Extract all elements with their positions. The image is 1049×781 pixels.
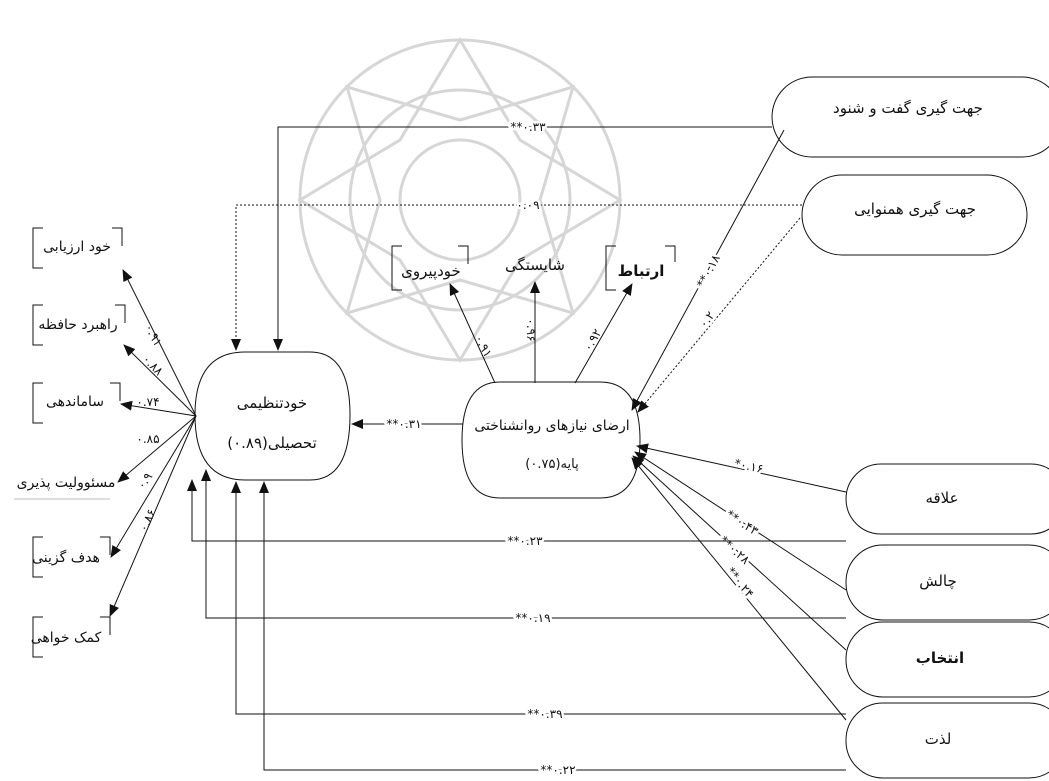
coef-challenge-bpn: **۰.۴۳ <box>724 507 762 538</box>
coef-conformity-bpn: ۰.۲ <box>696 309 717 331</box>
loading-competence: ۰.۹۶ <box>524 318 538 341</box>
path-enjoyment-srl <box>259 481 846 771</box>
interest-label: علاقه <box>925 489 958 507</box>
bpn-construct <box>461 381 641 499</box>
loading-memory-strategy: ۰.۸۸ <box>140 352 167 379</box>
srl-indicator-responsibility: مسئوولیت پذیری <box>14 475 116 500</box>
bpn-indicator-autonomy: خودپیروی <box>391 245 469 291</box>
loading-arrow-goal-setting <box>110 415 197 558</box>
path-challenge-bpn <box>634 451 847 591</box>
bpn-indicator-competence: شایستگی <box>505 256 565 274</box>
loading-arrow-relatedness <box>574 283 633 384</box>
conformity-box <box>801 174 1028 256</box>
svg-text:خود ارزیابی: خود ارزیابی <box>43 239 111 255</box>
path-enjoyment-bpn <box>631 457 847 721</box>
watermark-seal <box>297 37 623 363</box>
srl-indicator-organizing: ساماندهی <box>32 382 121 424</box>
srl-label-1: خودتنظیمی <box>237 394 307 412</box>
path-dialogue-srl <box>273 126 772 351</box>
loading-arrow-memory-strategy <box>123 344 197 417</box>
bpn-label-1: ارضای نیازهای روانشناختی <box>474 418 629 434</box>
srl-label-2: تحصیلی(۰.۸۹) <box>227 434 317 452</box>
coef-challenge-srl: **۰.۱۹ <box>515 611 550 625</box>
loading-arrow-responsibility <box>117 415 197 483</box>
svg-text:مسئوولیت پذیری: مسئوولیت پذیری <box>17 475 116 491</box>
loading-responsibility: ۰.۸۵ <box>136 432 159 446</box>
coef-enjoyment-srl: **۰.۲۲ <box>540 763 575 777</box>
bpn-label-2: پایه(۰.۷۵) <box>525 457 579 472</box>
coef-interest-srl: **۰.۲۳ <box>507 534 543 548</box>
choice-label: انتخاب <box>916 649 964 667</box>
svg-text:خودپیروی: خودپیروی <box>401 262 461 281</box>
coef-dialogue-bpn: **۰.۱۸ <box>694 252 723 290</box>
path-conformity-srl <box>231 204 802 351</box>
coef-conformity-srl: ۰.۰۹ <box>516 198 539 212</box>
choice-box <box>845 621 1049 698</box>
path-interest-srl <box>187 479 846 542</box>
coef-enjoyment-bpn: **۰.۲۴ <box>724 564 757 600</box>
path-conformity-bpn <box>637 217 801 413</box>
conformity-label: جهت گیری همنوایی <box>854 200 976 218</box>
loading-organizing: ۰.۷۴ <box>136 395 159 409</box>
svg-text:شایستگی: شایستگی <box>505 256 565 274</box>
loading-arrow-organizing <box>120 400 197 417</box>
loading-arrow-autonomy <box>449 283 496 384</box>
svg-text:راهبرد حافظه: راهبرد حافظه <box>38 317 117 333</box>
coef-bpn-srl: **۰.۳۱ <box>386 417 421 431</box>
path-interest-bpn <box>636 443 847 493</box>
srl-indicator-memory-strategy: راهبرد حافظه <box>32 304 126 346</box>
enjoyment-box <box>845 702 1049 779</box>
path-choice-srl <box>231 481 846 715</box>
loading-arrow-help-seeking <box>109 415 197 617</box>
bpn-indicator-relatedness: ارتباط <box>605 245 676 291</box>
svg-text:ارتباط: ارتباط <box>618 262 665 280</box>
dialogue-label: جهت گیری گفت و شنود <box>833 99 983 117</box>
path-challenge-srl <box>201 469 846 619</box>
coef-dialogue-srl: **۰.۳۳ <box>510 120 546 134</box>
svg-text:هدف گزینی: هدف گزینی <box>32 549 100 566</box>
loading-self-evaluation: ۰.۹۱ <box>142 322 165 349</box>
coef-choice-srl: **۰.۳۹ <box>527 707 562 721</box>
interest-box <box>845 463 1049 535</box>
loading-relatedness: ۰.۹۲ <box>581 326 605 353</box>
dialogue-box <box>771 76 1049 158</box>
srl-construct <box>194 351 351 481</box>
coef-interest-bpn: *۰.۱۶ <box>733 456 764 476</box>
enjoyment-label: لذت <box>925 730 952 748</box>
coef-choice-bpn: **۰.۲۸ <box>717 533 753 567</box>
challenge-label: چالش <box>919 572 957 590</box>
svg-text:کمک خواهی: کمک خواهی <box>31 630 102 646</box>
srl-indicator-help-seeking: کمک خواهی <box>31 616 111 658</box>
srl-indicator-self-evaluation: خود ارزیابی <box>32 227 123 269</box>
challenge-box <box>845 544 1049 621</box>
srl-indicator-goal-setting: هدف گزینی <box>32 536 111 578</box>
svg-text:ساماندهی: ساماندهی <box>46 394 104 410</box>
path-dialogue-bpn <box>631 129 785 411</box>
loading-arrow-self-evaluation <box>122 269 197 417</box>
